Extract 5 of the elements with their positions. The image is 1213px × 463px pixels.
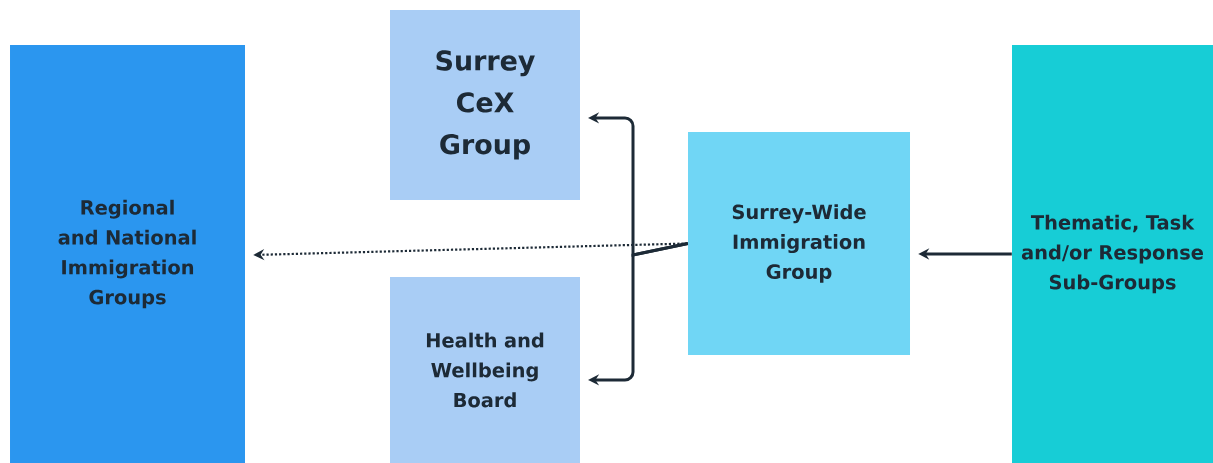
sticky-note: Surrey-Wide Immigration Group	[688, 132, 910, 355]
sticky-note: Health and Wellbeing Board	[390, 277, 580, 463]
sticky-note: Thematic, Task and/or Response Sub-Groups	[1012, 45, 1213, 463]
sticky-note: Surrey CeX Group	[390, 10, 580, 200]
sticky-note: Regional and National Immigration Groups	[10, 45, 245, 463]
